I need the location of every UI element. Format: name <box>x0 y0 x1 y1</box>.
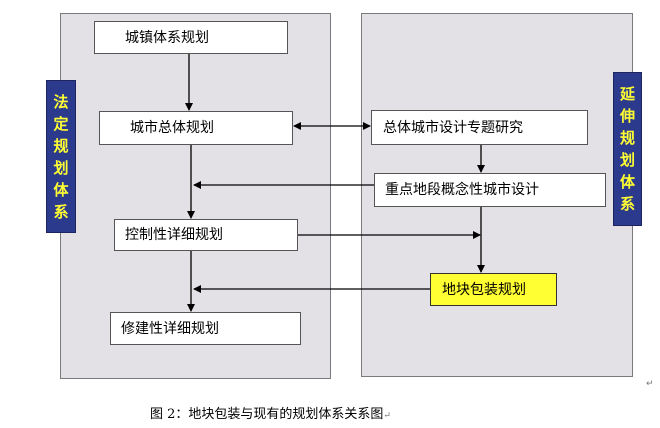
right-label-char: 体 <box>619 173 635 191</box>
left-label-char: 规 <box>53 136 69 155</box>
figure-caption: 图 2：地块包装与现有的规划体系关系图↵ <box>150 403 391 422</box>
paragraph-mark: ↵ <box>646 379 654 389</box>
key-area-design-box: 重点地段概念性城市设计 <box>374 173 606 207</box>
overall-design-study-box: 总体城市设计专题研究 <box>371 110 588 145</box>
caption-text: 图 2：地块包装与现有的规划体系关系图 <box>150 407 384 422</box>
right-label-char: 规 <box>619 129 635 147</box>
left-label-char: 定 <box>53 114 69 133</box>
right-label-char: 延 <box>619 85 635 103</box>
construct-detail-plan-box: 修建性详细规划 <box>110 312 301 345</box>
city-master-plan-box: 城市总体规划 <box>99 111 293 145</box>
left-side-label: 法 定 规 划 体 系 <box>46 80 76 233</box>
town-system-plan-box: 城镇体系规划 <box>94 21 288 54</box>
right-label-char: 伸 <box>619 107 635 125</box>
caption-paragraph-mark: ↵ <box>383 411 391 421</box>
control-detail-plan-box: 控制性详细规划 <box>114 219 298 251</box>
left-label-char: 系 <box>53 202 69 221</box>
left-label-char: 划 <box>53 158 69 177</box>
right-label-char: 系 <box>619 195 635 213</box>
left-label-char: 法 <box>53 92 69 111</box>
right-label-char: 划 <box>619 151 635 169</box>
left-label-char: 体 <box>53 180 69 199</box>
right-side-label: 延 伸 规 划 体 系 <box>613 72 642 226</box>
parcel-packaging-plan-box: 地块包装规划 <box>430 273 557 306</box>
